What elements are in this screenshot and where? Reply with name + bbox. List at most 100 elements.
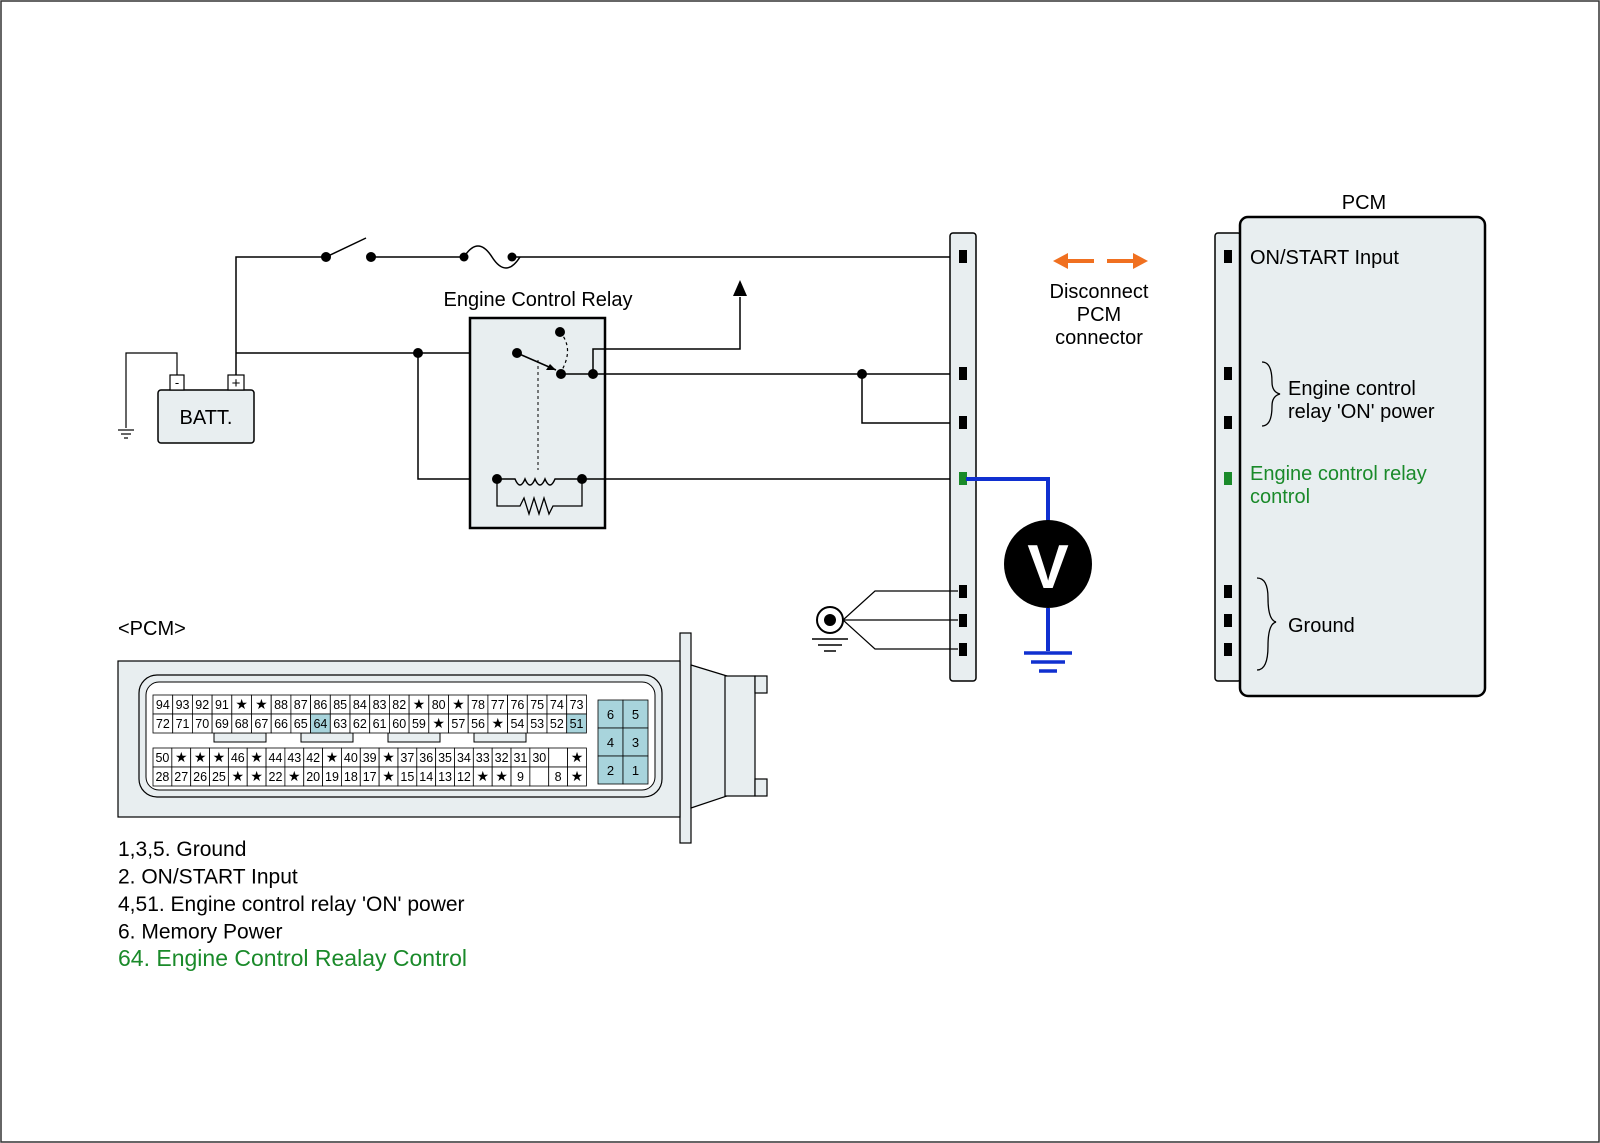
pin-label: 44 [269,751,283,765]
pin-label: 37 [400,751,414,765]
pin-label: 88 [274,698,288,712]
pin-label: ★ [326,749,339,765]
pin-label: ★ [571,749,584,765]
pin-label: 25 [212,770,226,784]
power-pin-cell [597,755,624,785]
pin-label: 46 [231,751,245,765]
pin-label: ★ [413,696,426,712]
pin-label: 17 [363,770,377,784]
pin-label: ★ [432,715,445,731]
voltmeter-icon: V [1004,520,1092,608]
pin-label: ★ [235,696,248,712]
pin-label: ★ [250,749,263,765]
power-pin-cell [597,699,624,729]
pin-label: ★ [476,768,489,784]
pin-label: 94 [156,698,170,712]
pcm-ground-label: Ground [1288,615,1355,637]
disconnect-label-line1: Disconnect [1050,281,1149,303]
pin-label: 71 [176,717,190,731]
power-pin-label: 6 [607,707,614,722]
arrow-up-icon [733,280,747,296]
brace-ground [1256,577,1277,671]
pin-cell [529,766,550,787]
battery-label: BATT. [180,407,233,429]
disconnect-label-line2: PCM [1077,304,1121,326]
pin-label: 77 [491,698,505,712]
pin-label: 92 [195,698,209,712]
pcm-relay-control-line2: control [1250,486,1310,508]
voltmeter-leads [966,477,1050,651]
pin-label: 65 [294,717,308,731]
pcm-relay-power-line1: Engine control [1288,378,1416,400]
pin-label: ★ [571,768,584,784]
pin-label: 62 [353,717,367,731]
pin-label: 59 [412,717,426,731]
pin-label: 87 [294,698,308,712]
pin-label: 54 [510,717,524,731]
pin-label: 53 [530,717,544,731]
pin-label: 51 [570,717,584,731]
pin-label: 91 [215,698,229,712]
pin-label: 52 [550,717,564,731]
pin-label: 78 [471,698,485,712]
pin-label: 66 [274,717,288,731]
pin-label: 34 [457,751,471,765]
relay-output-wires [582,297,958,480]
pin-label: 33 [476,751,490,765]
pin-label: 27 [174,770,188,784]
pin-label: 69 [215,717,229,731]
pin-label: 72 [156,717,170,731]
power-pin-label: 2 [607,763,614,778]
pin-label: 40 [344,751,358,765]
voltmeter-label: V [1027,533,1068,602]
junction-dot [857,369,867,379]
pin-label: 50 [155,751,169,765]
arrow-left-icon [1053,253,1094,269]
pin-label: 13 [438,770,452,784]
on-start-circuit [235,245,958,375]
pin-label: ★ [382,749,395,765]
pin-label: ★ [194,749,207,765]
pin-label: ★ [452,696,465,712]
pcm-relay-power-line2: relay 'ON' power [1288,401,1435,423]
pin-label: 74 [550,698,564,712]
pcm-on-start-label: ON/START Input [1250,247,1399,269]
arrow-right-icon [1107,253,1148,269]
pin-label: 42 [306,751,320,765]
pin-label: 63 [333,717,347,731]
power-pin-label: 5 [632,707,639,722]
pin-label: 18 [344,770,358,784]
pin-label: 67 [254,717,268,731]
pin-label: 19 [325,770,339,784]
legend-item: 1,3,5. Ground [118,838,246,861]
ground-wires [842,590,958,650]
pin-label: 76 [510,698,524,712]
brace-relay-power [1261,361,1281,427]
pcm-title: PCM [1342,192,1386,214]
pin-label: 22 [269,770,283,784]
pin-label: 20 [306,770,320,784]
pin-label: 61 [373,717,387,731]
pin-label: 12 [457,770,471,784]
battery-minus-label: - [175,375,179,390]
fuse-icon [459,252,517,262]
pin-label: 36 [419,751,433,765]
pin-label: 39 [363,751,377,765]
pin-label: 84 [353,698,367,712]
ground-icon [1024,651,1072,673]
pin-label: 93 [176,698,190,712]
pin-label: 68 [235,717,249,731]
pin-label: 9 [517,770,524,784]
pin-label: 32 [495,751,509,765]
disconnect-label-line3: connector [1055,327,1143,349]
power-pin-label: 3 [632,735,639,750]
pin-label: 70 [195,717,209,731]
pin-label: ★ [288,768,301,784]
pin-label: 60 [392,717,406,731]
engine-control-relay [468,316,607,530]
pin-label: 8 [555,770,562,784]
switch-icon [321,237,376,262]
